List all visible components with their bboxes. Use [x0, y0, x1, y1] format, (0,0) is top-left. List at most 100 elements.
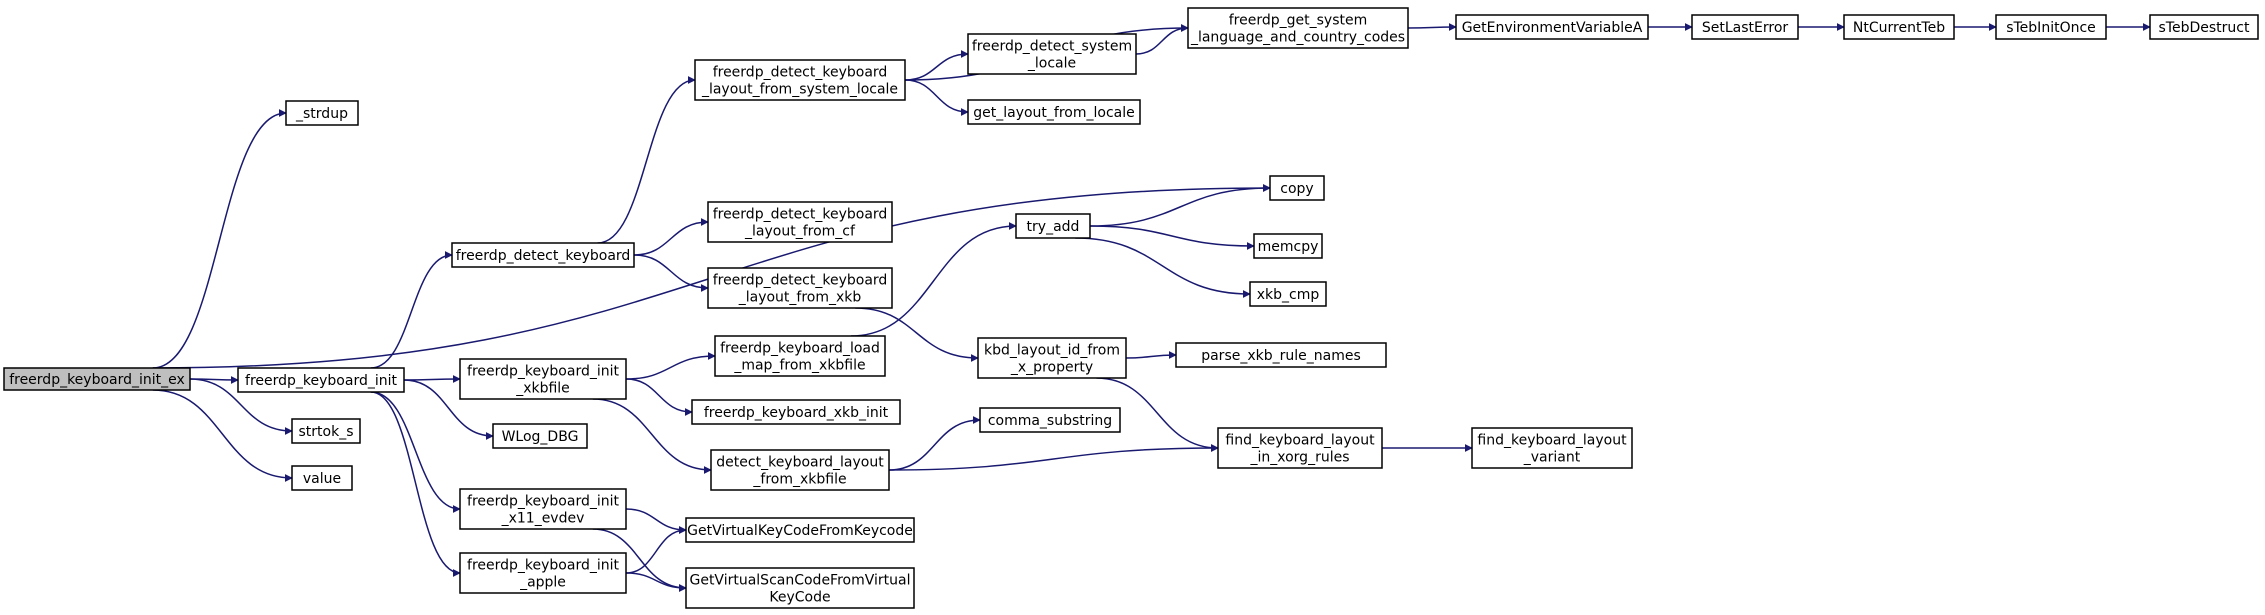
edge-root-to-strdup — [152, 109, 287, 369]
node-detect-system-locale[interactable]: freerdp_detect_system_locale — [967, 33, 1137, 75]
node-detect-layout-xkbfile[interactable]: detect_keyboard_layout_from_xkbfile — [710, 449, 890, 491]
node-detect-cf[interactable]: freerdp_detect_keyboard_layout_from_cf — [707, 201, 893, 243]
node-load-map[interactable]: freerdp_keyboard_load_map_from_xkbfile — [714, 335, 886, 377]
node-box — [1995, 14, 2107, 40]
node-detect-sys-locale[interactable]: freerdp_detect_keyboard_layout_from_syst… — [694, 59, 906, 101]
node-label: _xkbfile — [515, 381, 570, 397]
node-box — [1691, 14, 1799, 40]
edge-line — [152, 389, 293, 482]
edge-line — [633, 218, 709, 256]
node-box — [967, 33, 1137, 75]
node-find-layout-xorg[interactable]: find_keyboard_layout_in_xorg_rules — [1217, 427, 1383, 469]
edge-detect_xkb-to-kbd_layout_id — [855, 307, 979, 362]
node-label: WLog_DBG — [502, 429, 579, 445]
node-box — [707, 201, 893, 243]
node-value[interactable]: value — [291, 465, 353, 491]
node-box — [1175, 342, 1387, 368]
edge-line — [1089, 225, 1255, 250]
edge-detect_kb-to-detect_xkb — [633, 254, 709, 292]
edge-detect_system_locale-to-get_sys_lang — [1135, 24, 1189, 55]
node-label: _variant — [1523, 450, 1581, 466]
node-get-sys-lang[interactable]: freerdp_get_system_language_and_country_… — [1187, 7, 1409, 49]
node-vk-from-kc[interactable]: GetVirtualKeyCodeFromKeycode — [685, 517, 915, 543]
edge-line — [625, 508, 687, 534]
edge-try_add-to-xkb_cmp — [1075, 237, 1251, 298]
edge-line — [370, 251, 453, 369]
node-parse-xkb[interactable]: parse_xkb_rule_names — [1175, 342, 1387, 368]
edge-line — [904, 79, 969, 116]
node-label: freerdp_detect_keyboard — [713, 207, 888, 223]
node-find-layout-variant[interactable]: find_keyboard_layout_variant — [1471, 427, 1633, 469]
node-label: sTebInitOnce — [2006, 20, 2096, 36]
node-copy[interactable]: copy — [1269, 175, 1325, 201]
node-init-apple[interactable]: freerdp_keyboard_init_apple — [459, 552, 627, 594]
node-memcpy[interactable]: memcpy — [1253, 233, 1323, 259]
edge-line — [1407, 23, 1457, 32]
node-label: freerdp_keyboard_init_ex — [9, 372, 185, 388]
node-nt-current-teb[interactable]: NtCurrentTeb — [1843, 14, 1955, 40]
edge-kbd_layout_id-to-parse_xkb — [1125, 351, 1177, 360]
node-label: _language_and_country_codes — [1190, 30, 1405, 46]
node-detect-kb[interactable]: freerdp_detect_keyboard — [451, 242, 635, 268]
edge-line — [625, 352, 716, 380]
node-get-env[interactable]: GetEnvironmentVariableA — [1455, 14, 1649, 40]
edge-line — [370, 391, 461, 513]
node-label: freerdp_detect_system — [972, 39, 1132, 55]
node-label: try_add — [1027, 219, 1080, 235]
node-box — [685, 567, 915, 609]
node-box — [492, 423, 588, 449]
node-label: _x_property — [1010, 360, 1093, 376]
node-box — [237, 367, 405, 393]
node-label: freerdp_detect_keyboard — [713, 273, 888, 289]
node-box — [694, 59, 906, 101]
node-box — [967, 99, 1141, 125]
node-box — [1217, 427, 1383, 469]
node-strdup[interactable]: _strdup — [285, 100, 359, 126]
node-box — [691, 399, 901, 425]
edge-line — [855, 307, 979, 362]
node-comma[interactable]: comma_substring — [979, 407, 1121, 433]
edge-line — [633, 254, 709, 292]
node-label: sTebDestruct — [2159, 20, 2250, 36]
node-box — [1015, 213, 1091, 239]
edge-detect_layout_xkbfile-to-find_layout_xorg — [888, 444, 1219, 471]
node-xkb-cmp[interactable]: xkb_cmp — [1249, 281, 1327, 307]
node-label: GetEnvironmentVariableA — [1462, 20, 1643, 36]
node-box — [459, 552, 627, 594]
node-init-x11[interactable]: freerdp_keyboard_init_x11_evdev — [459, 488, 627, 530]
node-detect-xkb[interactable]: freerdp_detect_keyboard_layout_from_xkb — [707, 267, 893, 309]
node-box — [3, 367, 191, 391]
edge-line — [1125, 351, 1177, 360]
node-label: _map_from_xkbfile — [733, 358, 865, 374]
node-steb-destruct[interactable]: sTebDestruct — [2149, 14, 2259, 40]
node-label: find_keyboard_layout — [1477, 433, 1627, 449]
node-try-add[interactable]: try_add — [1015, 213, 1091, 239]
node-box — [291, 418, 361, 444]
edge-kbd_layout_id-to-find_layout_xorg — [1096, 377, 1219, 452]
node-get-layout-locale[interactable]: get_layout_from_locale — [967, 99, 1141, 125]
node-label: _locale — [1027, 56, 1076, 72]
node-box — [451, 242, 635, 268]
node-kbinit[interactable]: freerdp_keyboard_init — [237, 367, 405, 393]
node-label: _from_xkbfile — [752, 472, 846, 488]
edge-init_apple-to-vk_from_kc — [625, 526, 687, 574]
node-set-last-error[interactable]: SetLastError — [1691, 14, 1799, 40]
node-box — [1187, 7, 1409, 49]
edge-kbinit-to-detect_kb — [370, 251, 453, 369]
node-box — [707, 267, 893, 309]
node-wlog[interactable]: WLog_DBG — [492, 423, 588, 449]
node-label: _layout_from_cf — [744, 224, 856, 240]
node-label: _apple — [519, 575, 566, 591]
node-kbd-layout-id[interactable]: kbd_layout_id_from_x_property — [977, 337, 1127, 379]
edge-line — [625, 378, 693, 416]
node-steb-init[interactable]: sTebInitOnce — [1995, 14, 2107, 40]
node-label: detect_keyboard_layout — [716, 455, 884, 471]
node-strtok[interactable]: strtok_s — [291, 418, 361, 444]
node-box — [1843, 14, 1955, 40]
node-init-xkbfile[interactable]: freerdp_keyboard_init_xkbfile — [459, 358, 627, 400]
node-xkb-init[interactable]: freerdp_keyboard_xkb_init — [691, 399, 901, 425]
edge-root-to-value — [152, 389, 293, 482]
